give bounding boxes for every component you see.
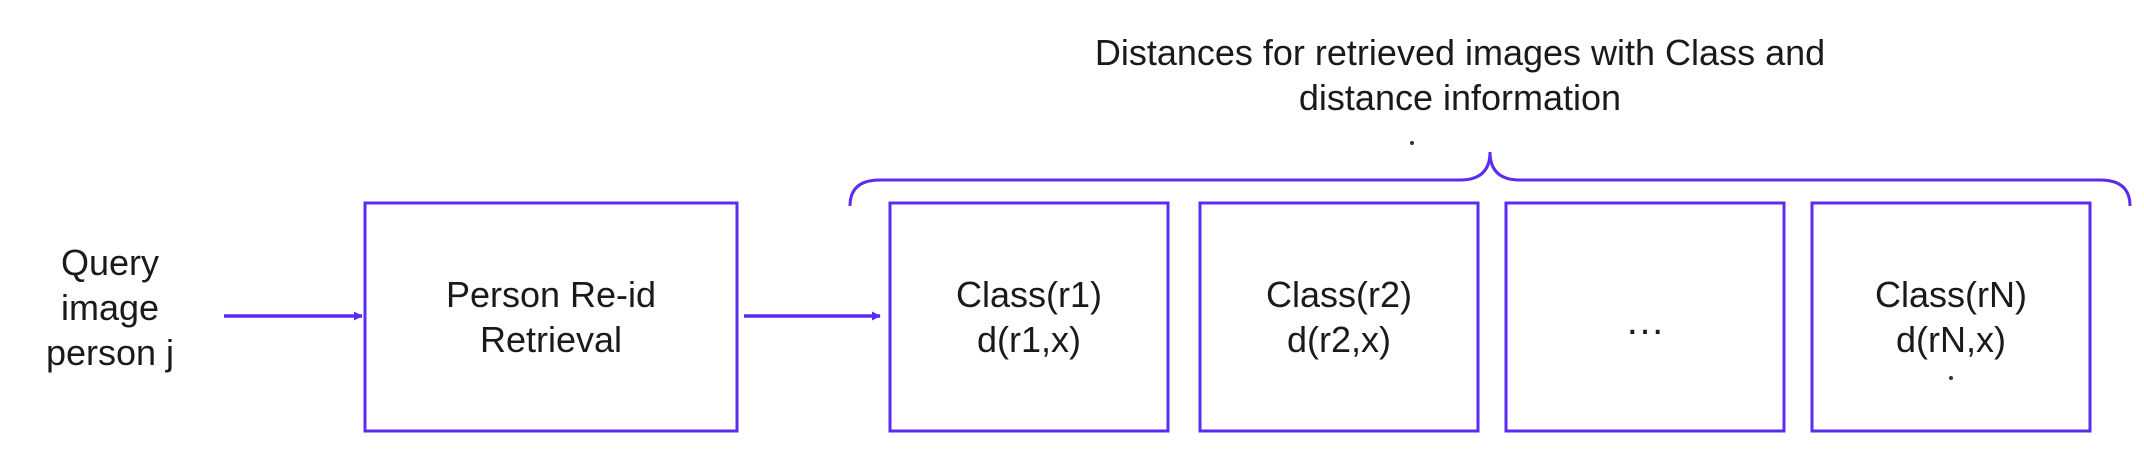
query-label: Query image person j — [20, 240, 200, 375]
curly-brace — [848, 151, 2132, 207]
result-box-4 — [1810, 201, 2092, 433]
retrieval-line-1: Person Re-id — [445, 274, 657, 315]
result-box-2 — [1198, 201, 1480, 433]
caption-line-1: Distances for retrieved images with Clas… — [1094, 32, 1826, 73]
result-4-class: Class(rN) — [1875, 274, 2027, 315]
retrieval-label: Person Re-id Retrieval — [365, 272, 737, 362]
result-4-distance: d(rN,x) — [1896, 319, 2006, 360]
result-1-distance: d(r1,x) — [976, 319, 1081, 360]
result-label-1: Class(r1) d(r1,x) — [890, 272, 1168, 362]
result-3-ellipsis: … — [1625, 299, 1665, 343]
query-line-2: image — [60, 287, 160, 328]
result-2-class: Class(r2) — [1265, 274, 1412, 315]
dot-marker — [1949, 376, 1953, 380]
query-line-3: person j — [45, 332, 175, 373]
result-2-distance: d(r2,x) — [1286, 319, 1391, 360]
query-line-1: Query — [60, 242, 160, 283]
caption-line-2: distance information — [1298, 77, 1622, 118]
result-box-1 — [888, 201, 1170, 433]
brace-caption: Distances for retrieved images with Clas… — [1040, 30, 1880, 120]
result-label-3: … — [1506, 296, 1784, 346]
result-label-2: Class(r2) d(r2,x) — [1200, 272, 1478, 362]
retrieval-line-2: Retrieval — [479, 319, 623, 360]
result-box-3 — [1504, 201, 1786, 433]
dot-marker — [1410, 141, 1414, 145]
result-1-class: Class(r1) — [955, 274, 1102, 315]
result-label-4: Class(rN) d(rN,x) — [1812, 272, 2090, 362]
retrieval-box — [363, 201, 739, 433]
